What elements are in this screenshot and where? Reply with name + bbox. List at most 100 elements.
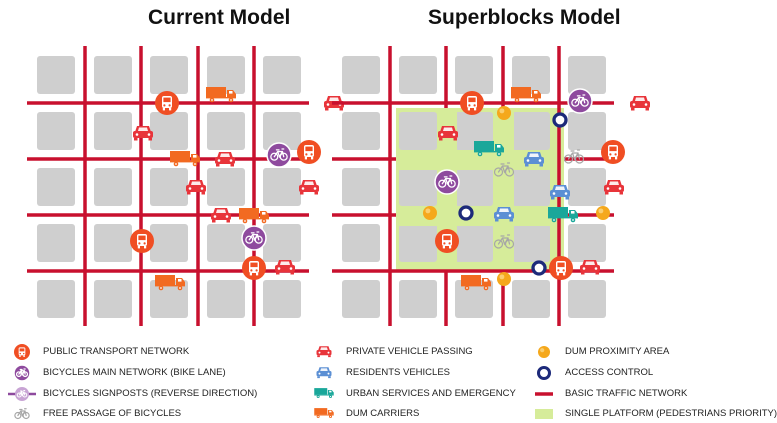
dum-carrier-truck-icon [170,151,200,167]
dum-carrier-truck-icon [511,87,541,103]
bus-icon [601,140,625,164]
dum-carrier-truck-icon [206,87,236,103]
city-block [263,168,301,206]
dum-carrier-truck-icon [314,408,334,419]
city-block [512,224,550,262]
legend-label: DUM PROXIMITY AREA [565,346,670,357]
city-block [207,56,245,94]
city-block [399,168,437,206]
city-block [37,56,75,94]
city-block [568,280,606,318]
city-block [207,280,245,318]
urban-services-truck-icon [314,388,334,399]
city-block [512,56,550,94]
free-bicycle-icon [493,234,515,249]
bus-icon [130,229,154,253]
superblocks-model-title: Superblocks Model [428,6,621,29]
city-block [342,56,380,94]
private-vehicle-icon [133,126,153,141]
city-block [342,112,380,150]
city-block [263,280,301,318]
city-block [399,112,437,150]
city-block [37,112,75,150]
private-vehicle-icon [275,260,295,275]
city-block [94,280,132,318]
bicycle-main-network-icon [434,169,460,195]
city-block [455,168,493,206]
city-block [455,280,493,318]
platform-street [396,150,564,170]
city-block [512,280,550,318]
city-block [263,224,301,262]
bicycle-main-network-icon [567,88,593,114]
city-block [94,224,132,262]
current-map [27,46,344,326]
city-block [399,224,437,262]
city-block [150,56,188,94]
city-block [37,224,75,262]
city-block [150,112,188,150]
private-vehicle-icon [211,208,231,223]
city-block [399,280,437,318]
city-block [455,112,493,150]
city-block [94,56,132,94]
city-block [207,224,245,262]
superblocks-map [332,46,650,326]
legend-label: DUM CARRIERS [346,408,420,419]
bus-icon [242,256,266,280]
free-bicycle-icon [493,162,515,177]
public-transport-icon [14,344,30,360]
private-vehicle-icon [604,180,624,195]
legend-label: SINGLE PLATFORM (PEDESTRIANS PRIORITY) [565,408,777,419]
private-vehicle-icon [186,180,206,195]
resident-vehicle-icon [494,207,514,222]
private-vehicle-icon [438,126,458,141]
bicycle-main-network-icon [241,225,267,251]
city-block [150,168,188,206]
private-vehicle-icon [316,346,332,358]
current-model-title: Current Model [148,6,291,29]
legend-label: FREE PASSAGE OF BICYCLES [43,408,182,419]
city-block [263,56,301,94]
city-block [263,112,301,150]
urban-services-truck-icon [548,207,578,223]
dum-proximity-icon [497,272,511,286]
legend-label: PUBLIC TRANSPORT NETWORK [43,346,190,357]
private-vehicle-icon [215,152,235,167]
private-vehicle-icon [299,180,319,195]
city-block [37,280,75,318]
city-block [150,224,188,262]
bus-icon [435,229,459,253]
access-control-icon [458,205,474,221]
legend-label: BICYCLES SIGNPOSTS (REVERSE DIRECTION) [43,388,258,399]
bicycle-signpost-icon [8,387,36,401]
dum-proximity-icon [538,346,550,358]
resident-vehicle-icon [550,185,570,200]
urban-services-truck-icon [474,141,504,157]
street-maps [27,46,650,326]
city-block [207,168,245,206]
legend-label: BASIC TRAFFIC NETWORK [565,388,688,399]
dum-proximity-icon [497,106,511,120]
single-platform-swatch-icon [535,409,553,419]
city-block [568,224,606,262]
city-block [512,168,550,206]
dum-carrier-truck-icon [461,275,491,291]
dum-carrier-truck-icon [155,275,185,291]
city-block [37,168,75,206]
city-block [399,56,437,94]
dum-carrier-truck-icon [239,208,269,224]
city-block [455,56,493,94]
access-control-icon [536,365,552,381]
legend-label: BICYCLES MAIN NETWORK (BIKE LANE) [43,367,226,378]
city-block [568,112,606,150]
city-block [342,168,380,206]
bicycle-signpost-circle [15,387,29,401]
access-control-icon [531,260,547,276]
bus-icon [155,91,179,115]
free-bicycle-icon [14,408,30,420]
private-vehicle-icon [630,96,650,111]
dum-proximity-icon [596,206,610,220]
